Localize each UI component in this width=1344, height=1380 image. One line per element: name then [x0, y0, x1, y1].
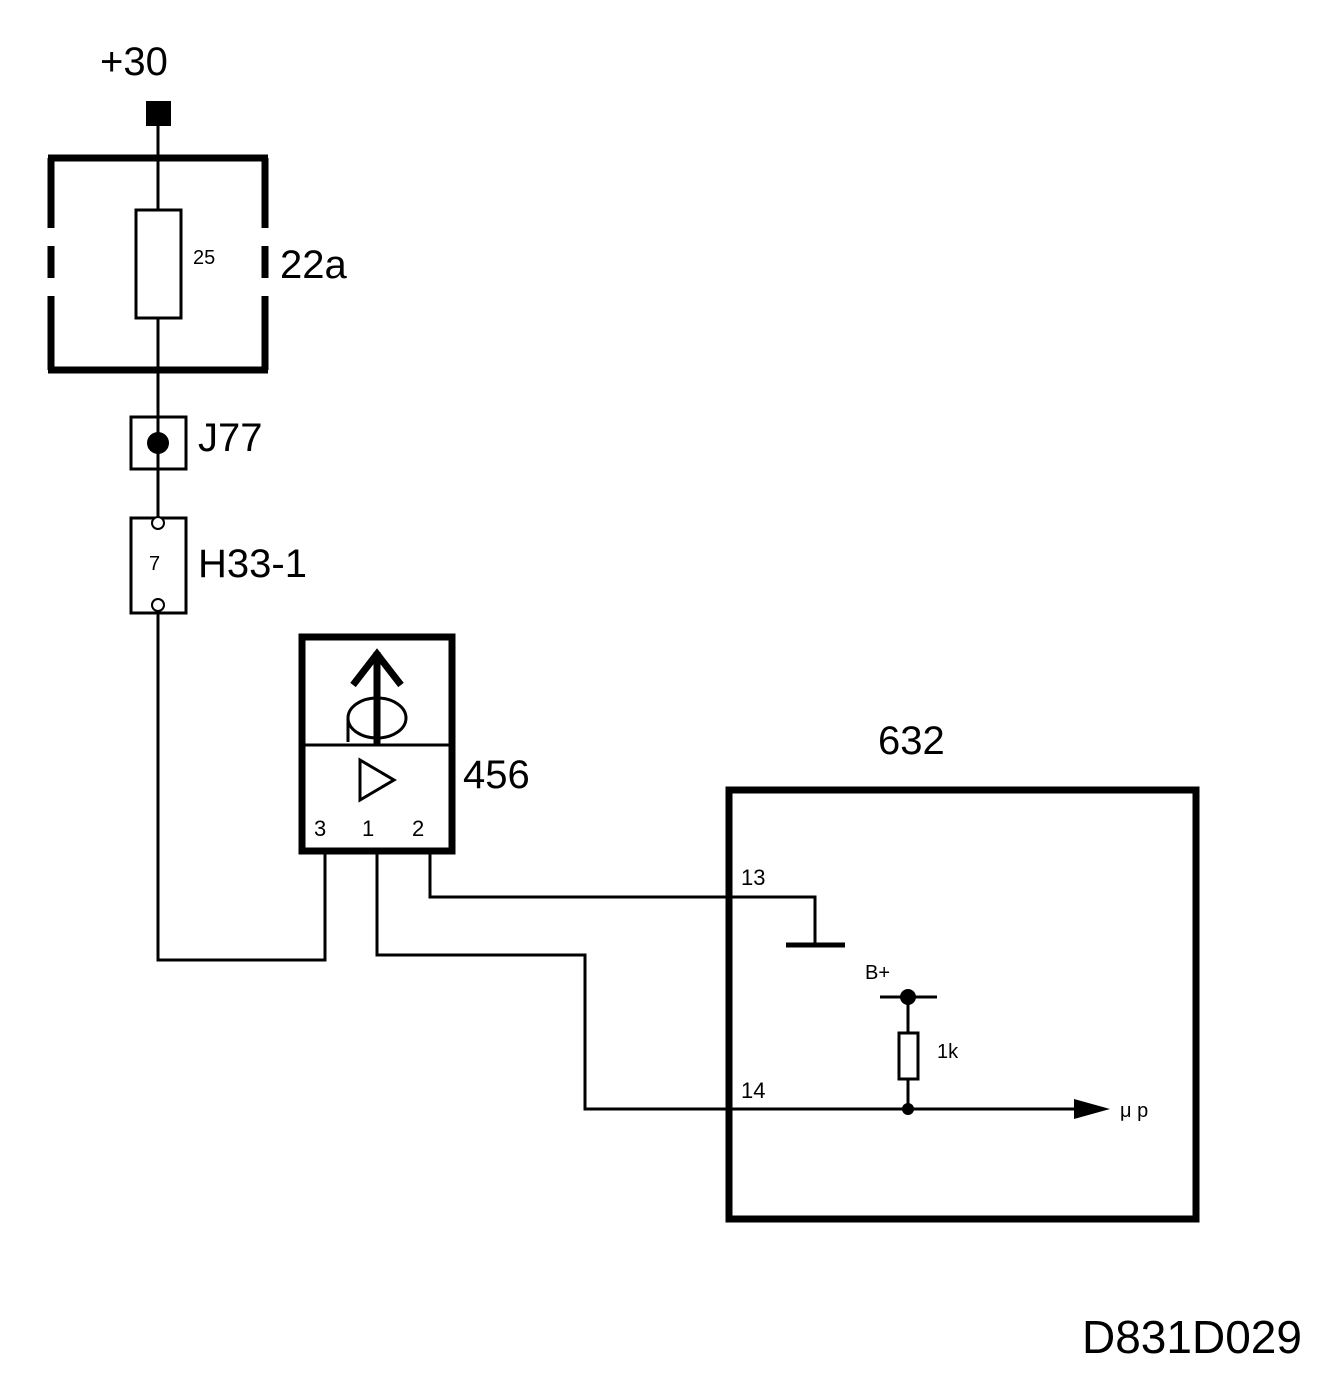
wire-pin3 [156, 612, 327, 962]
control-unit-pin-13: 13 [741, 865, 765, 890]
resistor-1k [897, 1031, 920, 1081]
supply-terminal [146, 101, 171, 126]
fuse-box-label: 22a [280, 243, 347, 287]
connector-pin-bottom [151, 598, 165, 612]
arrow-right-icon [1074, 1099, 1110, 1119]
supply-b-plus-label: B+ [865, 962, 890, 984]
resistor-label: 1k [937, 1041, 959, 1063]
sensor-symbol-icon [346, 648, 408, 745]
connector-pin-top [151, 516, 165, 530]
fuse-value: 25 [193, 247, 215, 269]
control-unit-label: 632 [878, 719, 945, 763]
control-unit-632 [725, 786, 1200, 1223]
connector-label: H33-1 [198, 542, 307, 586]
fuse-box-22a [47, 154, 269, 374]
output-label: μ p [1120, 1100, 1148, 1122]
wire-pin1 [375, 852, 1078, 1111]
sensor-label: 456 [463, 753, 530, 797]
sensor-pin-2: 2 [412, 816, 424, 841]
junction-label: J77 [198, 416, 263, 460]
sensor-pin-1: 1 [362, 816, 374, 841]
connector-pin: 7 [149, 553, 160, 575]
fuse-element [134, 208, 183, 320]
amplifier-icon [358, 757, 397, 803]
control-unit-pin-14: 14 [741, 1078, 765, 1103]
sensor-pin-3: 3 [314, 816, 326, 841]
supply-label: +30 [100, 40, 168, 84]
document-id: D831D029 [1082, 1311, 1302, 1363]
junction-dot [147, 432, 169, 454]
node-dot [902, 1103, 914, 1115]
wire-pin2 [428, 852, 817, 945]
